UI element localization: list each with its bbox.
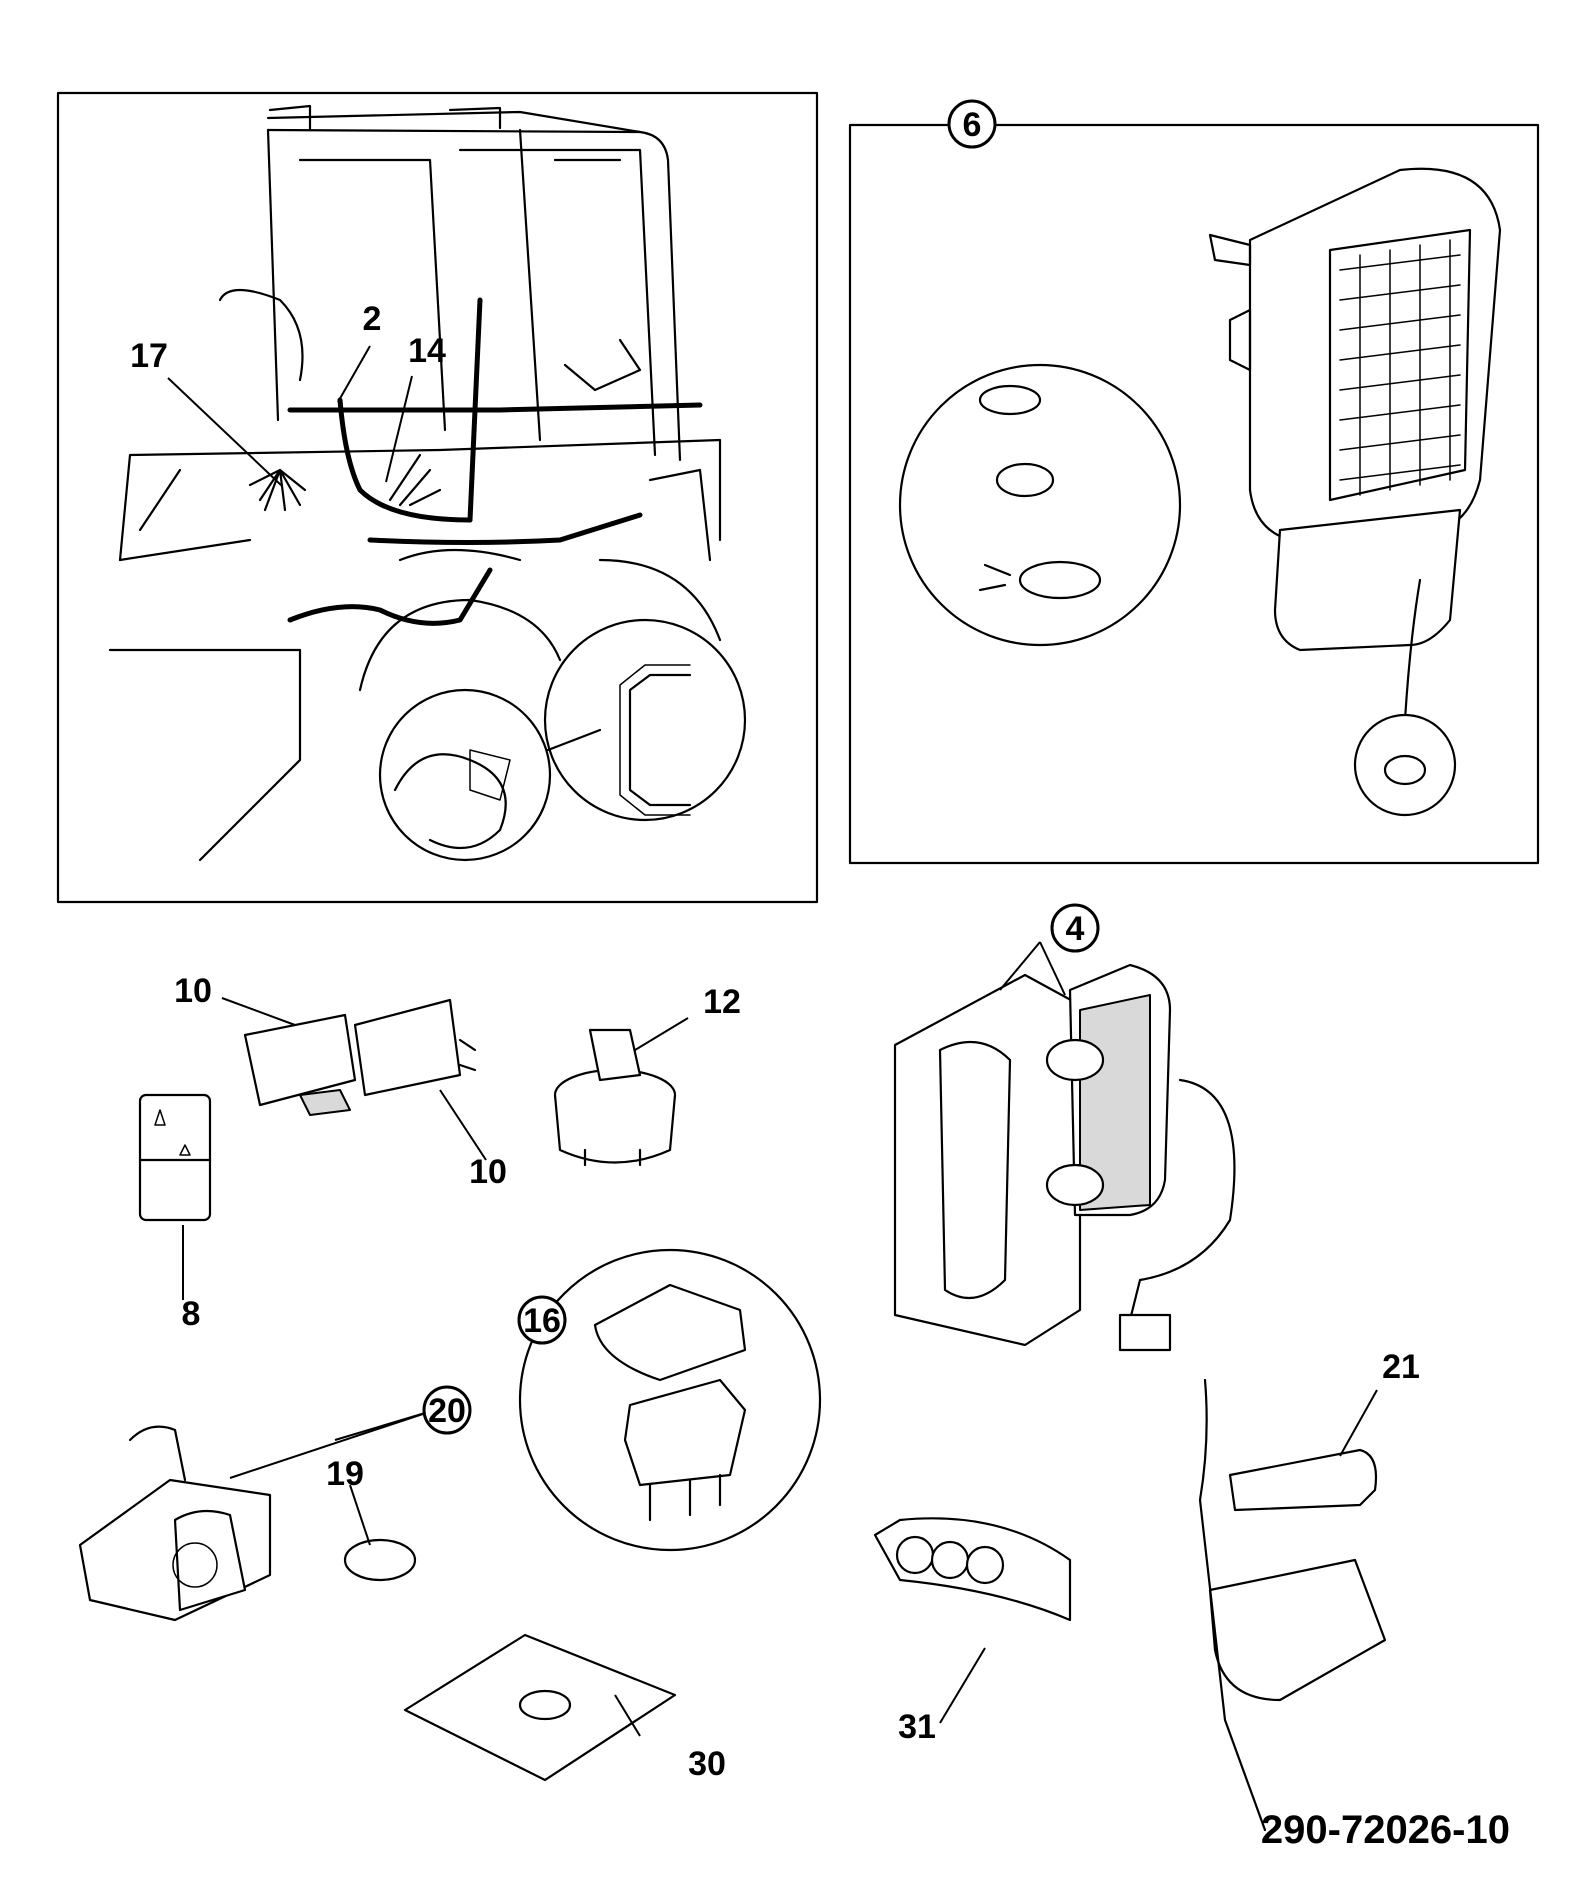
cab-frame-drawing <box>108 104 722 862</box>
small-rocker-drawing <box>138 1093 212 1222</box>
label-rear-light: 4 <box>1066 910 1085 948</box>
bulb-detail <box>898 363 1182 647</box>
label-small-rocker: 8 <box>182 1295 201 1333</box>
beacon-drawing <box>78 1425 677 1782</box>
label-beacon-bulb: 19 <box>326 1455 364 1493</box>
label-harness-sub: 14 <box>408 332 446 370</box>
label-relay-top: 10 <box>174 972 212 1010</box>
harness-wires <box>248 297 703 626</box>
label-harness-main: 2 <box>363 300 382 338</box>
label-side-light: 21 <box>1382 1348 1420 1386</box>
light-bar-drawing <box>873 1517 1072 1622</box>
work-light-panel <box>848 123 1540 865</box>
label-light-bar: 31 <box>898 1708 936 1746</box>
label-harness-branch: 17 <box>130 337 168 375</box>
label-work-light: 6 <box>963 106 982 144</box>
leader-lines <box>167 345 1378 1737</box>
cab-harness-panel <box>56 91 819 904</box>
diagram-code: 290-72026-10 <box>1261 1808 1510 1852</box>
part-labels: 2 14 17 6 4 10 10 12 8 16 20 19 30 31 21… <box>130 99 1510 1852</box>
label-rocker-switch: 16 <box>523 1302 561 1340</box>
side-light-drawing <box>1198 1378 1387 1832</box>
rear-light-drawing <box>893 963 1236 1352</box>
clip-detail <box>378 618 747 862</box>
callout-rocker-switch <box>517 1295 567 1345</box>
callout-work-light <box>947 99 997 149</box>
callout-rear-light <box>1050 903 1100 953</box>
label-relay-bottom: 10 <box>469 1153 507 1191</box>
callout-beacon <box>422 1385 472 1435</box>
rocker-switch-detail <box>518 1248 822 1552</box>
label-beacon-plate: 30 <box>688 1745 726 1783</box>
relay-drawing <box>243 998 477 1116</box>
ignition-switch-drawing <box>553 1028 677 1167</box>
label-ignition-switch: 12 <box>703 983 741 1021</box>
work-lamp-drawing <box>1208 167 1502 722</box>
label-beacon: 20 <box>428 1392 466 1430</box>
